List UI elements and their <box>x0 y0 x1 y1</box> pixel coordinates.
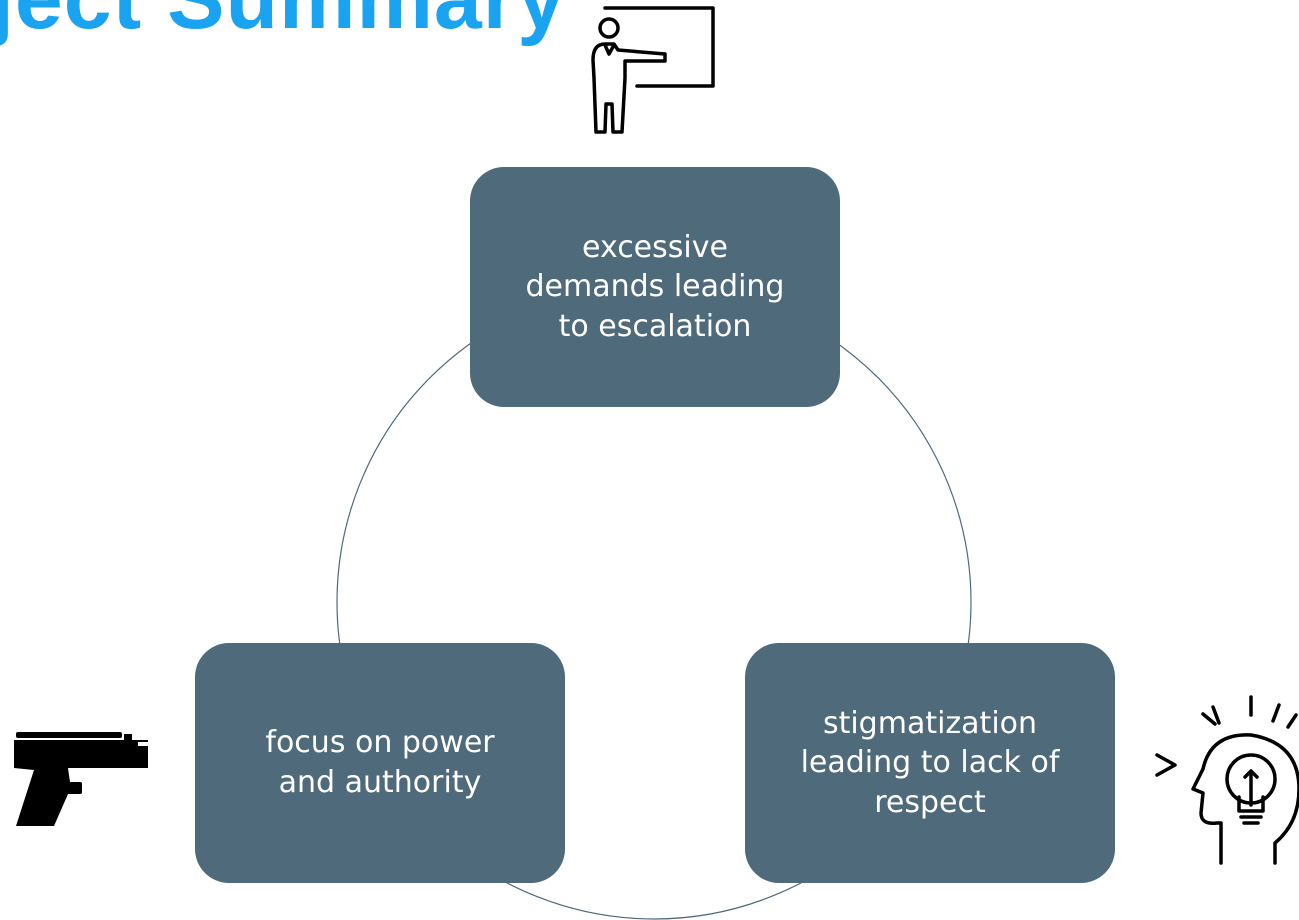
cycle-node-escalation: excessive demands leading to escalation <box>470 167 840 407</box>
cycle-node-label: focus on power and authority <box>265 725 495 800</box>
slide-title: ject Summary <box>0 0 566 42</box>
idea-head-lightbulb-icon <box>1155 695 1299 865</box>
handgun-icon <box>14 732 148 826</box>
cycle-node-label: stigmatization leading to lack of respec… <box>800 705 1060 820</box>
cycle-node-label: excessive demands leading to escalation <box>525 229 785 344</box>
cycle-node-power: focus on power and authority <box>195 643 565 883</box>
cycle-node-stigmatization: stigmatization leading to lack of respec… <box>745 643 1115 883</box>
teacher-presentation-icon <box>591 6 715 134</box>
